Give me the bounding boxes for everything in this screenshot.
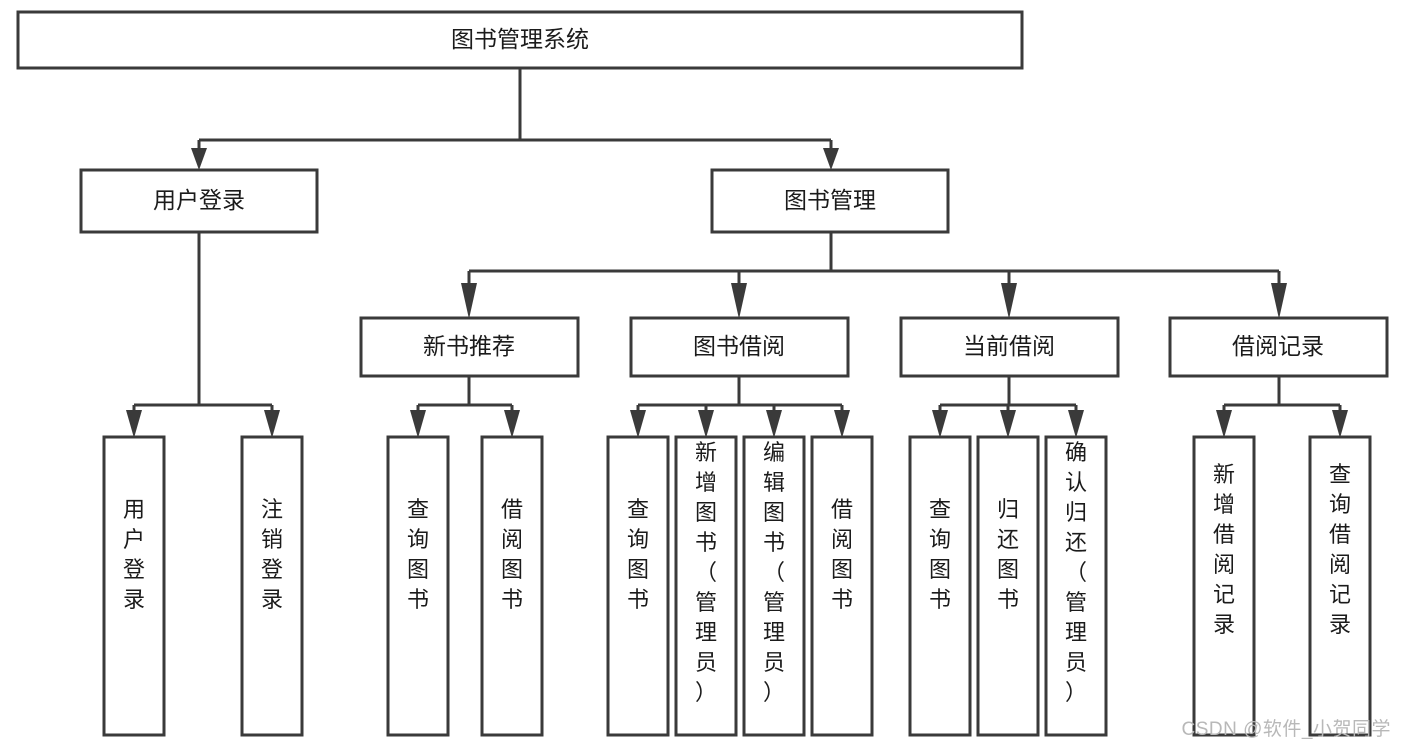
node-leaf-return-book-box[interactable] <box>976 435 1040 737</box>
node-leaf-add-borrow-record[interactable]: 新增借阅记录 <box>1192 435 1256 737</box>
edges-layer <box>126 68 1348 438</box>
arrow-to-book-management <box>823 148 839 170</box>
arrow-to-new-book-recommend <box>461 283 477 319</box>
arrow-to-leaf-add-borrow-record <box>1216 410 1232 438</box>
node-leaf-borrow-book-2[interactable]: 借阅图书 <box>810 435 874 737</box>
node-borrow-record-box[interactable] <box>1168 316 1389 378</box>
node-new-book-recommend[interactable]: 新书推荐 <box>359 316 580 378</box>
node-leaf-add-book-admin-label: 新增图书（管理员） <box>695 440 717 705</box>
node-leaf-query-book-1-box[interactable] <box>386 435 450 737</box>
arrow-to-leaf-query-book-3 <box>932 410 948 438</box>
node-leaf-query-borrow-record[interactable]: 查询借阅记录 <box>1308 435 1372 737</box>
node-leaf-query-borrow-record-box[interactable] <box>1308 435 1372 737</box>
node-leaf-confirm-return-admin[interactable]: 确认归还（管理员） <box>1044 435 1108 737</box>
node-current-borrow-box[interactable] <box>899 316 1120 378</box>
node-leaf-edit-book-admin-box[interactable] <box>742 435 806 737</box>
node-current-borrow[interactable]: 当前借阅 <box>899 316 1120 378</box>
node-leaf-query-book-2-label: 查询图书 <box>627 497 649 612</box>
node-book-management-label: 图书管理 <box>784 187 876 213</box>
node-leaf-query-book-2-box[interactable] <box>606 435 670 737</box>
node-leaf-add-borrow-record-box[interactable] <box>1192 435 1256 737</box>
node-root-label: 图书管理系统 <box>451 26 589 52</box>
node-leaf-borrow-book-1-box[interactable] <box>480 435 544 737</box>
arrow-to-leaf-return-book <box>1000 410 1016 438</box>
node-leaf-confirm-return-admin-label: 确认归还（管理员） <box>1065 440 1087 705</box>
node-book-management-box[interactable] <box>710 168 950 234</box>
arrow-to-leaf-borrow-book-2 <box>834 410 850 438</box>
node-root-box[interactable] <box>16 10 1024 70</box>
node-new-book-recommend-box[interactable] <box>359 316 580 378</box>
node-leaf-query-book-3-label: 查询图书 <box>929 497 951 612</box>
node-leaf-add-book-admin-box[interactable] <box>674 435 738 737</box>
node-leaf-edit-book-admin[interactable]: 编辑图书（管理员） <box>742 435 806 737</box>
node-borrow-record[interactable]: 借阅记录 <box>1168 316 1389 378</box>
node-leaf-query-book-3-box[interactable] <box>908 435 972 737</box>
arrow-to-leaf-borrow-book-1 <box>504 410 520 438</box>
node-leaf-logout-login[interactable]: 注销登录 <box>240 435 304 737</box>
arrow-to-leaf-query-borrow-record <box>1332 410 1348 438</box>
node-leaf-add-borrow-record-label: 新增借阅记录 <box>1213 462 1235 637</box>
arrow-to-book-borrow <box>731 283 747 319</box>
node-user-login-label: 用户登录 <box>153 187 245 213</box>
node-leaf-borrow-book-2-box[interactable] <box>810 435 874 737</box>
node-current-borrow-label: 当前借阅 <box>963 333 1055 359</box>
node-leaf-user-login-box[interactable] <box>102 435 166 737</box>
node-leaf-query-borrow-record-label: 查询借阅记录 <box>1329 462 1351 637</box>
node-borrow-record-label: 借阅记录 <box>1232 333 1324 359</box>
node-new-book-recommend-label: 新书推荐 <box>423 333 515 359</box>
arrow-to-current-borrow <box>1001 283 1017 319</box>
arrow-to-leaf-logout-login <box>264 410 280 438</box>
node-leaf-add-book-admin[interactable]: 新增图书（管理员） <box>674 435 738 737</box>
arrow-to-leaf-query-book-1 <box>410 410 426 438</box>
node-leaf-confirm-return-admin-box[interactable] <box>1044 435 1108 737</box>
node-leaf-logout-login-box[interactable] <box>240 435 304 737</box>
node-leaf-borrow-book-1-label: 借阅图书 <box>501 497 523 612</box>
node-user-login[interactable]: 用户登录 <box>79 168 319 234</box>
node-user-login-box[interactable] <box>79 168 319 234</box>
node-leaf-query-book-3[interactable]: 查询图书 <box>908 435 972 737</box>
node-leaf-query-book-1[interactable]: 查询图书 <box>386 435 450 737</box>
arrow-to-user-login <box>191 148 207 170</box>
node-book-borrow-box[interactable] <box>629 316 850 378</box>
node-leaf-logout-login-label: 注销登录 <box>261 497 283 612</box>
node-leaf-borrow-book-1[interactable]: 借阅图书 <box>480 435 544 737</box>
arrow-to-leaf-edit-book-admin <box>766 410 782 438</box>
node-book-borrow-label: 图书借阅 <box>693 333 785 359</box>
node-leaf-query-book-2[interactable]: 查询图书 <box>606 435 670 737</box>
node-leaf-return-book[interactable]: 归还图书 <box>976 435 1040 737</box>
arrow-to-leaf-confirm-return-admin <box>1068 410 1084 438</box>
node-leaf-user-login[interactable]: 用户登录 <box>102 435 166 737</box>
node-book-borrow[interactable]: 图书借阅 <box>629 316 850 378</box>
node-leaf-user-login-label: 用户登录 <box>123 497 145 612</box>
nodes-layer: 图书管理系统 用户登录 图书管理 新书推荐 图书借阅 <box>16 10 1389 737</box>
arrow-to-leaf-user-login <box>126 410 142 438</box>
node-leaf-edit-book-admin-label: 编辑图书（管理员） <box>763 440 785 705</box>
arrow-to-borrow-record <box>1271 283 1287 319</box>
node-book-management[interactable]: 图书管理 <box>710 168 950 234</box>
node-leaf-return-book-label: 归还图书 <box>997 497 1019 612</box>
arrow-to-leaf-add-book-admin <box>698 410 714 438</box>
node-root[interactable]: 图书管理系统 <box>16 10 1024 70</box>
node-leaf-borrow-book-2-label: 借阅图书 <box>831 497 853 612</box>
node-leaf-query-book-1-label: 查询图书 <box>407 497 429 612</box>
arrow-to-leaf-query-book-2 <box>630 410 646 438</box>
